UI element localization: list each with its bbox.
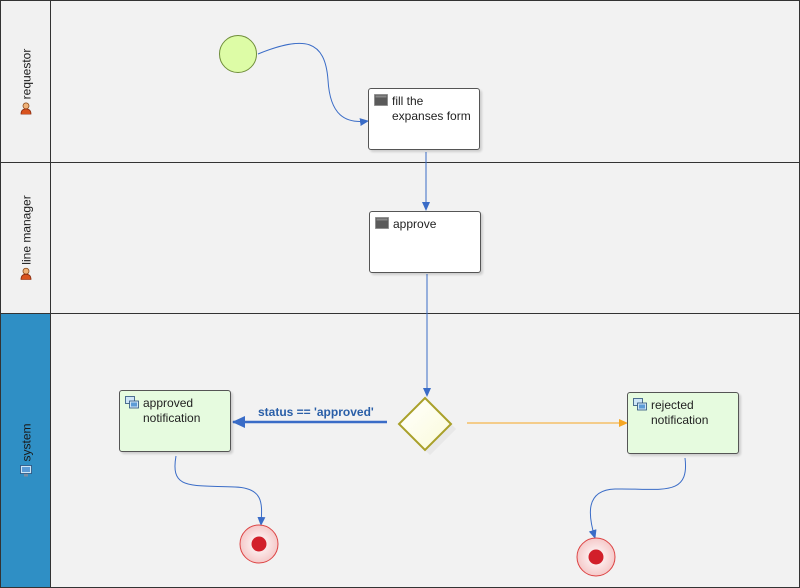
exclusive-gateway[interactable] (397, 396, 456, 455)
end-event-approved[interactable] (239, 524, 279, 564)
task-label: rejected notification (651, 398, 709, 427)
flow-rejected-to-end[interactable] (588, 457, 687, 539)
user-task-icon (374, 94, 388, 109)
end-event-rejected[interactable] (576, 537, 616, 577)
task-label: approved notification (143, 396, 201, 425)
user-task-icon (375, 217, 389, 232)
task-approved-notification[interactable]: approved notification (119, 390, 231, 452)
flow-approved-to-end[interactable] (174, 455, 266, 526)
lane-header-requestor[interactable]: requestor (1, 1, 51, 162)
task-label: fill the expanses form (392, 94, 471, 123)
user-icon (20, 101, 32, 117)
task-fill-expanses-form[interactable]: fill the expanses form (368, 88, 480, 150)
task-approve[interactable]: approve (369, 211, 481, 273)
condition-label: status == 'approved' (258, 405, 374, 419)
lane-header-system[interactable]: system (1, 314, 51, 587)
service-task-icon (633, 398, 647, 414)
start-event[interactable] (219, 35, 257, 73)
task-label: approve (393, 217, 437, 231)
computer-icon (20, 464, 32, 480)
flow-start-to-fill-form[interactable] (257, 42, 369, 126)
task-rejected-notification[interactable]: rejected notification (627, 392, 739, 454)
lane-header-line-manager[interactable]: line manager (1, 163, 51, 313)
service-task-icon (125, 396, 139, 412)
user-icon (20, 267, 32, 283)
